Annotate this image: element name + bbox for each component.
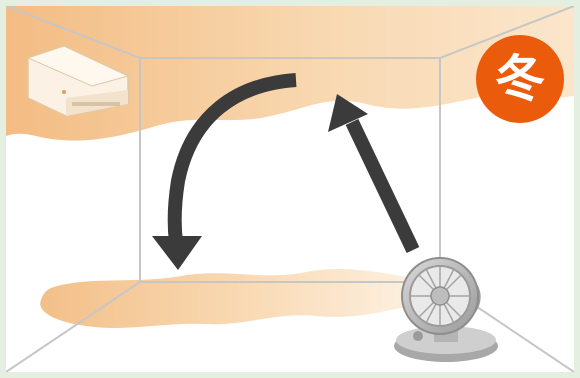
warm-air-lower <box>40 269 414 328</box>
season-badge-label: 冬 <box>495 54 545 104</box>
airflow-arrow-up <box>328 94 413 250</box>
season-badge: 冬 <box>476 35 564 123</box>
